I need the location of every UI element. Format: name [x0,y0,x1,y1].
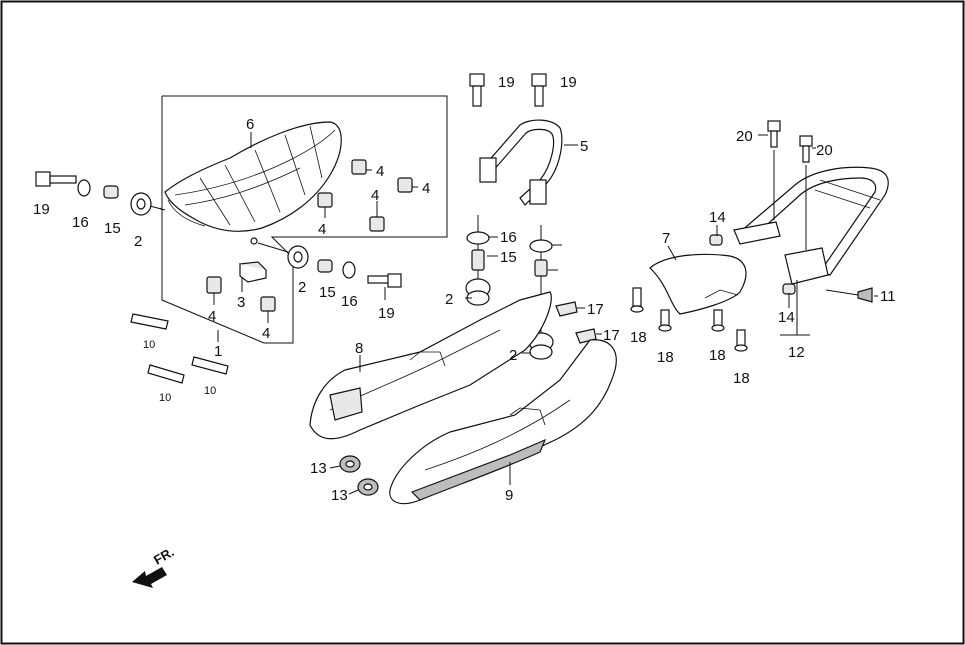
callout-20-a: 20 [736,128,753,145]
callout-19-a: 19 [33,201,50,218]
callout-16-c: 16 [500,229,517,246]
top-bolts [469,73,547,107]
rear-carrier [733,120,889,285]
callout-9: 9 [505,487,513,504]
callout-14-b: 14 [778,309,795,326]
callout-20-b: 20 [816,142,833,159]
callout-3: 3 [237,294,245,311]
callout-16-a: 16 [72,214,89,231]
left-bolt-assembly [35,171,166,216]
callout-18-c: 18 [709,347,726,364]
callout-2-center-left: 2 [445,291,453,308]
callout-4-f: 4 [262,325,270,342]
right-side-cover [389,339,617,505]
callout-18-a: 18 [630,329,647,346]
rear-center-cover [649,253,747,315]
grommets [339,455,379,496]
callout-19-b: 19 [378,305,395,322]
callout-11: 11 [880,288,896,305]
callout-4-d: 4 [318,221,326,238]
left-side-cover [309,291,552,440]
front-direction-arrow-icon [132,567,167,588]
callout-10-c: 10 [204,385,216,397]
callout-4-a: 4 [376,163,384,180]
callout-4-c: 4 [371,187,379,204]
front-direction-label: FR. [151,544,177,567]
callout-18-b: 18 [657,349,674,366]
callout-13-a: 13 [310,460,327,477]
pins-and-cap [709,234,873,303]
callout-17-a: 17 [587,301,604,318]
screws [630,287,748,352]
callout-15-a: 15 [104,220,121,237]
grab-bar [479,119,563,206]
callout-18-d: 18 [733,370,750,387]
callout-10-a: 10 [143,339,155,351]
callout-7: 7 [662,230,670,247]
callout-leaders [159,132,878,495]
callout-4-b: 4 [422,180,430,197]
callout-13-b: 13 [331,487,348,504]
callout-15-c: 15 [500,249,517,266]
callout-17-b: 17 [603,327,620,344]
callout-16-b: 16 [341,293,358,310]
center-mounting-parts [465,215,554,360]
callout-2-left: 2 [134,233,142,250]
callout-19-c: 19 [498,74,515,91]
callout-12: 12 [788,344,805,361]
callout-8: 8 [355,340,363,357]
callout-4-e: 4 [208,308,216,325]
callout-2-right: 2 [298,279,306,296]
right-bolt-assembly [257,242,402,288]
seat [164,121,342,245]
callout-2-center-right: 2 [509,347,517,364]
callout-labels: 1 2 2 2 2 3 4 4 4 4 4 4 5 6 7 8 9 10 10 … [33,74,896,568]
callout-5: 5 [580,138,588,155]
callout-1: 1 [214,343,222,360]
callout-14-a: 14 [709,209,726,226]
callout-6: 6 [246,116,254,133]
callout-10-b: 10 [159,392,171,404]
tape-parts [130,313,229,384]
callout-15-b: 15 [319,284,336,301]
callout-19-d: 19 [560,74,577,91]
